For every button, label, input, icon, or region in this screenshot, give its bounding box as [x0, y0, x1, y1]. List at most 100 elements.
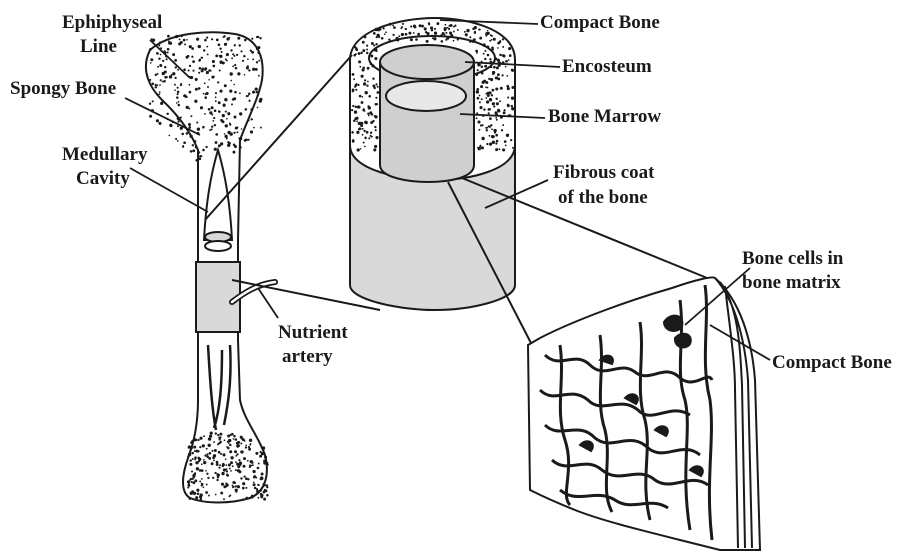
speckle-dot — [234, 91, 237, 94]
speckle-dot — [230, 72, 233, 75]
speckle-dot — [374, 145, 377, 148]
speckle-dot — [251, 38, 253, 40]
speckle-dot — [160, 102, 163, 105]
speckle-dot — [181, 35, 183, 37]
speckle-dot — [479, 101, 481, 103]
speckle-dot — [377, 91, 380, 94]
speckle-dot — [374, 48, 377, 51]
speckle-dot — [230, 132, 233, 135]
speckle-dot — [243, 55, 245, 57]
speckle-dot — [266, 486, 268, 488]
speckle-dot — [180, 84, 182, 86]
speckle-dot — [244, 74, 246, 76]
speckle-dot — [224, 84, 227, 87]
speckle-dot — [214, 472, 216, 474]
speckle-dot — [192, 60, 195, 63]
speckle-dot — [207, 477, 209, 479]
speckle-dot — [253, 483, 256, 486]
speckle-dot — [392, 34, 394, 36]
speckle-dot — [421, 25, 424, 28]
speckle-dot — [505, 66, 507, 68]
speckle-dot — [479, 37, 482, 40]
speckle-dot — [176, 102, 178, 104]
speckle-dot — [352, 90, 354, 92]
speckle-dot — [492, 71, 495, 74]
label-medullary-1: Medullary — [62, 144, 148, 165]
speckle-dot — [253, 127, 255, 129]
speckle-dot — [237, 37, 240, 40]
speckle-dot — [196, 38, 199, 41]
speckle-dot — [189, 65, 191, 67]
speckle-dot — [209, 452, 212, 455]
speckle-dot — [166, 58, 168, 60]
nutrient-band — [196, 262, 240, 332]
speckle-dot — [162, 81, 164, 83]
speckle-dot — [248, 120, 250, 122]
speckle-dot — [489, 58, 491, 60]
speckle-dot — [377, 86, 379, 88]
speckle-dot — [486, 127, 488, 129]
speckle-dot — [367, 81, 369, 83]
speckle-dot — [213, 459, 215, 461]
speckle-dot — [206, 484, 208, 486]
speckle-dot — [492, 89, 495, 92]
speckle-dot — [174, 89, 176, 91]
speckle-dot — [232, 65, 234, 67]
speckle-dot — [363, 142, 365, 144]
label-bone-marrow: Bone Marrow — [548, 106, 661, 127]
speckle-dot — [233, 151, 236, 154]
speckle-dot — [222, 463, 225, 466]
speckle-dot — [258, 463, 260, 465]
speckle-dot — [493, 66, 496, 69]
speckle-dot — [492, 141, 495, 144]
speckle-dot — [237, 485, 240, 488]
speckle-dot — [188, 453, 191, 456]
speckle-dot — [489, 92, 491, 94]
speckle-dot — [245, 108, 248, 111]
speckle-dot — [434, 28, 436, 30]
speckle-dot — [224, 439, 226, 441]
speckle-dot — [213, 454, 216, 457]
speckle-dot — [495, 98, 497, 100]
speckle-dot — [235, 491, 237, 493]
speckle-dot — [159, 84, 161, 86]
speckle-dot — [175, 35, 178, 38]
speckle-dot — [238, 470, 241, 473]
speckle-dot — [160, 79, 162, 81]
speckle-dot — [491, 128, 493, 130]
speckle-dot — [246, 95, 248, 97]
speckle-dot — [266, 494, 269, 497]
speckle-dot — [465, 33, 468, 36]
speckle-dot — [492, 136, 494, 138]
speckle-dot — [251, 118, 253, 120]
speckle-dot — [251, 461, 254, 464]
speckle-dot — [252, 470, 255, 473]
speckle-dot — [214, 109, 217, 112]
speckle-dot — [505, 60, 508, 63]
speckle-dot — [188, 126, 191, 129]
speckle-dot — [152, 100, 154, 102]
speckle-dot — [170, 125, 172, 127]
speckle-dot — [172, 53, 175, 56]
speckle-dot — [381, 37, 384, 40]
speckle-dot — [259, 37, 261, 39]
speckle-dot — [360, 52, 362, 54]
speckle-dot — [481, 146, 484, 149]
speckle-dot — [353, 78, 355, 80]
speckle-dot — [476, 88, 479, 91]
speckle-dot — [433, 37, 436, 40]
speckle-dot — [508, 59, 510, 61]
speckle-dot — [258, 60, 260, 62]
speckle-dot — [227, 447, 229, 449]
speckle-dot — [476, 117, 478, 119]
speckle-dot — [199, 437, 202, 440]
speckle-dot — [228, 442, 230, 444]
speckle-dot — [484, 58, 486, 60]
speckle-dot — [249, 444, 251, 446]
speckle-dot — [481, 98, 483, 100]
speckle-dot — [362, 134, 364, 136]
speckle-dot — [186, 106, 189, 109]
speckle-dot — [413, 32, 415, 34]
speckle-dot — [194, 100, 197, 103]
speckle-dot — [259, 451, 261, 453]
